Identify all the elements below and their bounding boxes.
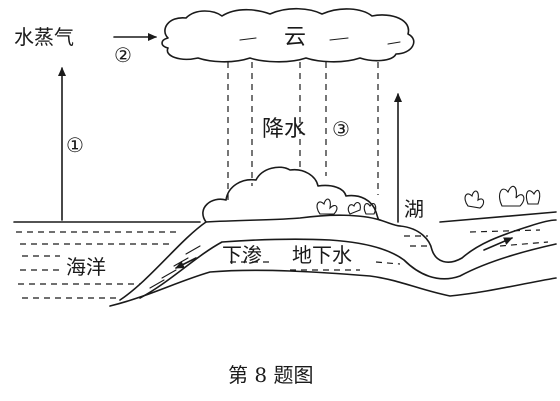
step1-label: ① [66, 133, 84, 157]
figure-caption: 第 8 题图 [228, 363, 313, 387]
precipitation-label: 降水 [262, 117, 306, 142]
cloud-label: 云 [284, 25, 306, 50]
infiltration-label: 下渗 [222, 243, 262, 267]
water-vapor-label: 水蒸气 [14, 25, 74, 49]
ocean-water [13, 221, 201, 299]
step3-label: ③ [332, 117, 350, 141]
groundwater-flow-arrow-left [175, 257, 197, 269]
land [109, 166, 557, 307]
step2-label: ② [114, 43, 132, 67]
precipitation-lines [227, 62, 379, 200]
ocean-label: 海洋 [66, 255, 106, 279]
plants [316, 185, 541, 215]
lake-label: 湖 [404, 197, 424, 221]
cloud-shape [161, 7, 415, 63]
groundwater-flow-arrow-right [483, 237, 513, 251]
groundwater-label: 地下水 [292, 243, 352, 267]
